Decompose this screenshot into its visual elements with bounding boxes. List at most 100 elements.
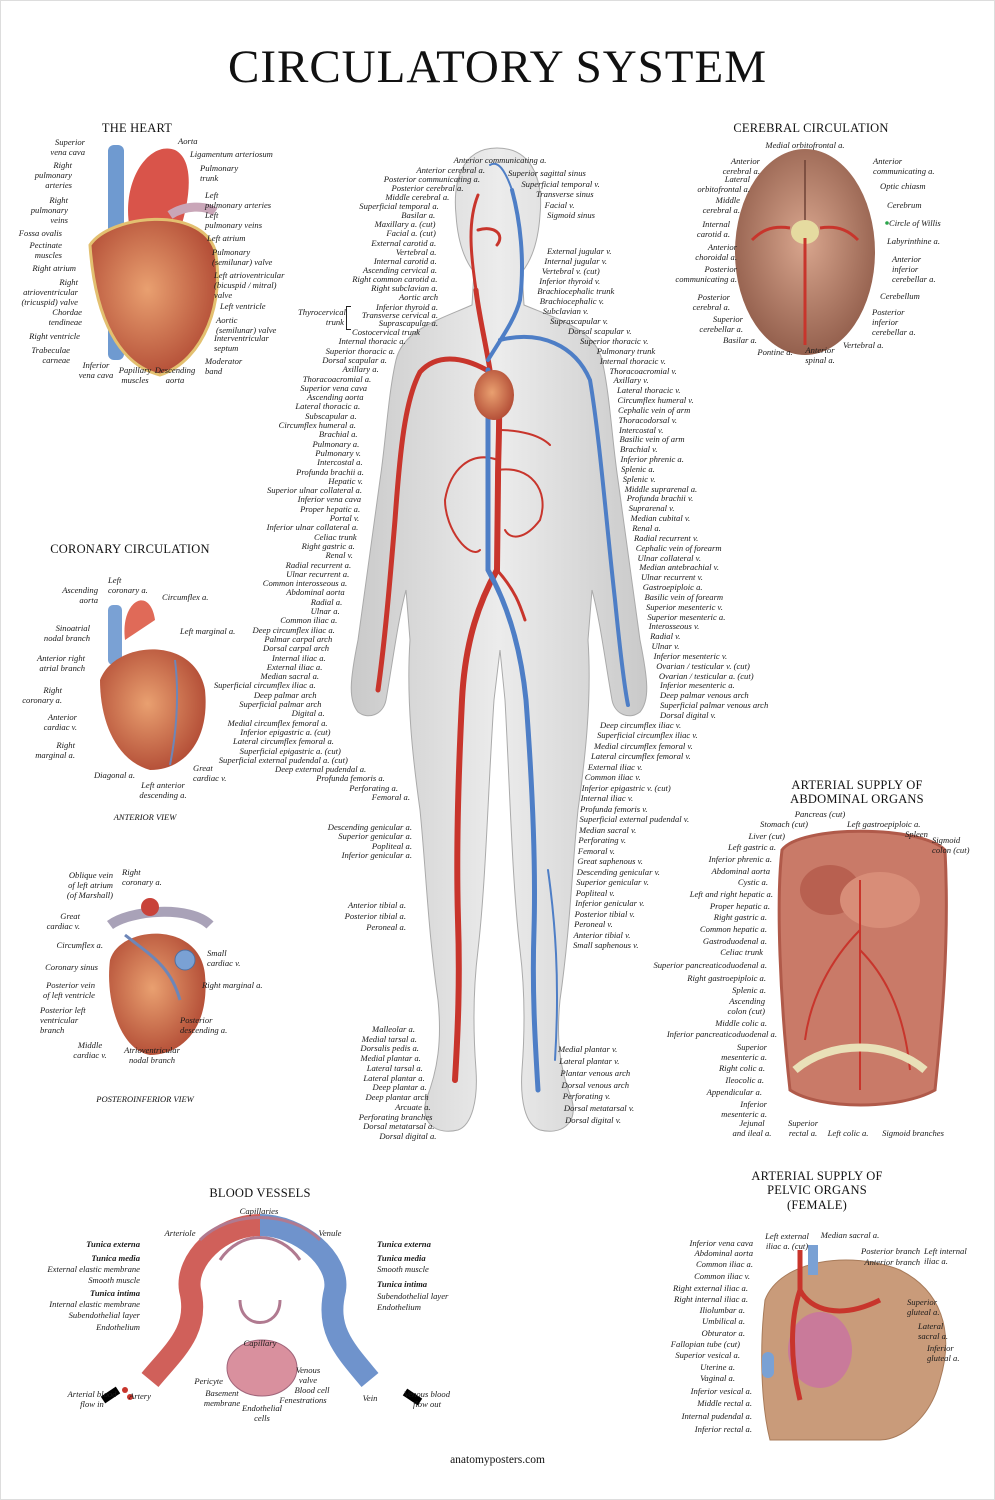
label-pulmonary-v: Pulmonary v. xyxy=(315,447,361,458)
brain-illustration xyxy=(735,149,889,355)
label-internal-jugular-v: Internal jugular v. xyxy=(544,256,608,266)
label-internal-elastic-membrane: Internal elastic membrane xyxy=(49,1299,140,1309)
veins xyxy=(485,162,630,1093)
label-middle-cerebral-a: Middle cerebral a. xyxy=(702,195,740,216)
label-obturator-a: Obturator a. xyxy=(701,1328,745,1338)
label-cephalic-vein-of-forearm: Cephalic vein of forearm xyxy=(635,542,722,553)
label-right-marginal-a: Right marginal a. xyxy=(202,980,263,990)
label-right-gastric-a: Right gastric a. xyxy=(301,540,355,551)
blood-vessels-title: BLOOD VESSELS xyxy=(209,1186,311,1200)
label-fossa-ovalis: Fossa ovalis xyxy=(18,228,62,238)
label-optic-chiasm: Optic chiasm xyxy=(880,181,926,191)
label-facial-a-cut: Facial a. (cut) xyxy=(386,228,436,239)
label-popliteal-v: Popliteal v. xyxy=(575,887,615,898)
label-ovarian-testicular-a-cut: Ovarian / testicular a. (cut) xyxy=(658,670,754,681)
label-transverse-sinus: Transverse sinus xyxy=(536,189,594,199)
label-small-saphenous-v: Small saphenous v. xyxy=(573,940,639,950)
label-pericyte: Pericyte xyxy=(194,1376,223,1386)
label-profunda-brachii-v: Profunda brachii v. xyxy=(626,493,694,504)
label-superficial-palmar-arch: Superficial palmar arch xyxy=(239,699,322,709)
label-superior-vena-cava: Superior vena cava xyxy=(300,382,368,393)
label-pulmonary-trunk: Pulmonary trunk xyxy=(200,163,239,184)
heart-illustration xyxy=(88,145,220,377)
label-profunda-femoris-a: Profunda femoris a. xyxy=(316,773,385,784)
label-posterior-tibial-v: Posterior tibial v. xyxy=(574,908,635,919)
label-interventricular-septum: Interventricular septum xyxy=(214,333,269,354)
label-lateral-thoracic-a: Lateral thoracic a. xyxy=(295,401,361,412)
label-superficial-temporal-a: Superficial temporal a. xyxy=(359,201,439,212)
label-great-saphenous-v: Great saphenous v. xyxy=(577,856,643,867)
label-anterior-spinal-a: Anterior spinal a. xyxy=(805,345,835,366)
label-inferior-vena-cava: Inferior vena cava xyxy=(689,1238,753,1248)
label-deep-external-pudendal-a: Deep external pudendal a. xyxy=(275,764,367,775)
label-descending-aorta: Descending aorta xyxy=(154,365,196,386)
label-posterior-vein-of-left-ventricle: Posterior vein of left ventricle xyxy=(42,980,95,1001)
label-inferior-phrenic-a: Inferior phrenic a. xyxy=(620,454,684,465)
label-superficial-external-pudendal-a-cut: Superficial external pudendal a. (cut) xyxy=(218,754,348,765)
label-ligamentum-arteriosum: Ligamentum arteriosum xyxy=(190,149,273,159)
label-medial-orbitofrontal-a: Medial orbitofrontal a. xyxy=(765,140,845,150)
label-right-subclavian-a: Right subclavian a. xyxy=(371,282,438,293)
label-subendothelial-layer: Subendothelial layer xyxy=(377,1291,449,1301)
label-basilic-vein-of-arm: Basilic vein of arm xyxy=(619,434,685,445)
label-anterior-tibial-a: Anterior tibial a. xyxy=(347,900,406,910)
label-basilar-a: Basilar a. xyxy=(723,335,757,345)
body-heart xyxy=(474,370,514,420)
label-circumflex-a: Circumflex a. xyxy=(56,940,103,950)
label-brachial-v: Brachial v. xyxy=(619,444,658,455)
pelvic-organs-illustration xyxy=(761,1245,947,1441)
label-popliteal-a: Popliteal a. xyxy=(371,840,412,851)
label-thoracoacromial-v: Thoracoacromial v. xyxy=(609,365,677,376)
label-median-sacral-a: Median sacral a. xyxy=(820,1230,880,1240)
label-lateral-circumflex-femoral-v: Lateral circumflex femoral v. xyxy=(591,751,691,762)
label-dorsal-digital-v: Dorsal digital v. xyxy=(660,710,716,720)
label-superior-vesical-a: Superior vesical a. xyxy=(675,1350,740,1360)
pelvic-title: ARTERIAL SUPPLY OF PELVIC ORGANS (FEMALE… xyxy=(751,1169,883,1212)
label-left-colic-a: Left colic a. xyxy=(827,1128,869,1138)
label-moderator-band: Moderator band xyxy=(205,356,243,377)
label-ileocolic-a: Ileocolic a. xyxy=(725,1075,764,1085)
label-endothelial-cells: Endothelial cells xyxy=(241,1403,283,1424)
label-splenic-v: Splenic v. xyxy=(622,473,656,484)
label-profunda-femoris-v: Profunda femoris v. xyxy=(580,803,648,814)
label-external-elastic-membrane: External elastic membrane xyxy=(47,1264,140,1274)
label-posterior-left-ventricular-branch: Posterior left ventricular branch xyxy=(40,1005,86,1036)
label-renal-v: Renal v. xyxy=(325,550,353,561)
label-anterior-tibial-v: Anterior tibial v. xyxy=(573,929,631,940)
label-atrioventricular-nodal-branch: Atrioventricular nodal branch xyxy=(124,1045,180,1066)
label-superior-thoracic-a: Superior thoracic a. xyxy=(325,345,396,356)
label-blood-cell: Blood cell xyxy=(294,1385,330,1395)
label-sigmoid-colon-cut: Sigmoid colon (cut) xyxy=(932,835,970,856)
label-inferior-vena-cava: Inferior vena cava xyxy=(78,360,114,381)
label-internal-carotid-a: Internal carotid a. xyxy=(373,255,437,266)
label-liver-cut: Liver (cut) xyxy=(748,831,785,841)
label-right-atrioventricular-tricuspid-valve: Right atrioventricular (tricuspid) valve xyxy=(21,277,78,308)
label-common-iliac-v: Common iliac v. xyxy=(694,1271,750,1281)
arteries xyxy=(375,193,551,1083)
coronary-anterior-illustration xyxy=(100,600,206,770)
label-inferior-vena-cava: Inferior vena cava xyxy=(297,494,362,505)
label-ulnar-recurrent-v: Ulnar recurrent v. xyxy=(640,572,703,583)
label-arteriole: Arteriole xyxy=(164,1228,196,1238)
label-venous-blood-flow-out: Venous blood flow out xyxy=(403,1389,451,1410)
label-deep-circumflex-iliac-v: Deep circumflex iliac v. xyxy=(600,720,682,730)
label-ulnar-v: Ulnar v. xyxy=(651,641,680,652)
label-middle-cardiac-v: Middle cardiac v. xyxy=(73,1040,107,1061)
label-facial-v: Facial v. xyxy=(544,199,575,210)
label-umbilical-a: Umbilical a. xyxy=(702,1316,745,1326)
label-deep-circumflex-iliac-a: Deep circumflex iliac a. xyxy=(252,624,335,635)
label-dorsal-digital-v: Dorsal digital v. xyxy=(565,1115,622,1125)
label-inferior-epigastric-v-cut: Inferior epigastric v. (cut) xyxy=(581,782,671,793)
label-superior-genicular-v: Superior genicular v. xyxy=(576,877,649,888)
label-maxillary-a-cut: Maxillary a. (cut) xyxy=(374,219,436,230)
label-tunica-media: Tunica media xyxy=(377,1253,426,1263)
label-transverse-cervical-a: Transverse cervical a. xyxy=(361,310,438,320)
label-suprascapular-v: Suprascapular v. xyxy=(550,316,609,326)
label-lateral-tarsal-a: Lateral tarsal a. xyxy=(366,1062,423,1073)
label-abdominal-aorta: Abdominal aorta xyxy=(286,587,345,598)
label-dorsal-carpal-arch: Dorsal carpal arch xyxy=(263,643,330,654)
label-superior-gluteal-a: Superior gluteal a. xyxy=(907,1297,940,1318)
label-cephalic-vein-of-arm: Cephalic vein of arm xyxy=(617,404,691,415)
label-internal-iliac-a: Internal iliac a. xyxy=(272,652,326,663)
